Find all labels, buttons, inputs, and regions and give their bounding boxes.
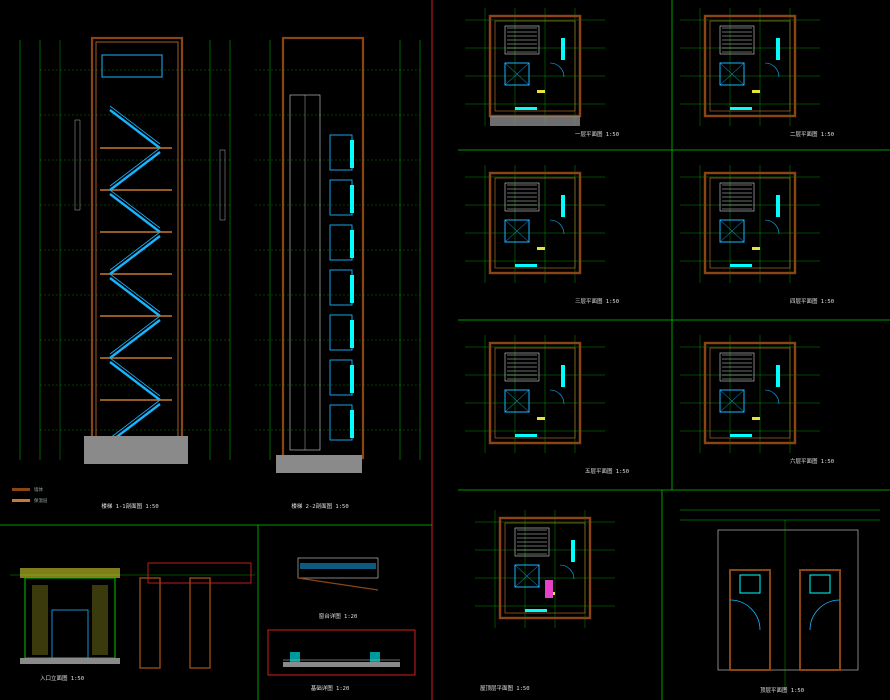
- sill-detail: 窗台详图 1:20: [297, 557, 379, 620]
- legend: 墙体 保温层: [12, 486, 48, 504]
- foundation-title: 基础详图 1:20: [311, 684, 350, 692]
- section-1-title: 楼梯 1-1剖面图 1:50: [101, 502, 158, 510]
- plan-1: 一层平面图 1:50: [465, 8, 619, 138]
- plan-7: 屋顶层平面图 1:50: [475, 510, 615, 692]
- plan-2-title: 二层平面图 1:50: [790, 130, 834, 138]
- plan-5: 五层平面图 1:50: [465, 335, 629, 475]
- plan-6-title: 六层平面图 1:50: [790, 457, 834, 465]
- legend-hatch-label: 保温层: [34, 497, 48, 504]
- plan-3: 三层平面图 1:50: [465, 165, 619, 305]
- plan-5-title: 五层平面图 1:50: [585, 467, 629, 475]
- plan-3-title: 三层平面图 1:50: [575, 297, 619, 305]
- stair-section-1: 楼梯 1-1剖面图 1:50 墙体 保温层: [12, 36, 231, 510]
- section-2-title: 楼梯 2-2剖面图 1:50: [291, 502, 348, 510]
- foundation-detail: 基础详图 1:20: [267, 629, 416, 692]
- plan-4: 四层平面图 1:50: [680, 165, 834, 305]
- stair-section-2: 楼梯 2-2剖面图 1:50: [255, 36, 421, 510]
- plan-4-title: 四层平面图 1:50: [790, 297, 834, 305]
- entrance-title: 入口立面图 1:50: [40, 674, 84, 682]
- entrance-elevation: 入口立面图 1:50: [10, 562, 255, 682]
- plan-8: 顶层平面图 1:50: [680, 509, 880, 694]
- plan-1-title: 一层平面图 1:50: [575, 130, 619, 138]
- plan-8-title: 顶层平面图 1:50: [760, 686, 804, 694]
- legend-wall-label: 墙体: [34, 486, 43, 493]
- plan-7-title: 屋顶层平面图 1:50: [480, 684, 530, 692]
- sill-title: 窗台详图 1:20: [319, 612, 358, 620]
- plan-2: 二层平面图 1:50: [680, 8, 834, 138]
- plan-6: 六层平面图 1:50: [680, 335, 834, 465]
